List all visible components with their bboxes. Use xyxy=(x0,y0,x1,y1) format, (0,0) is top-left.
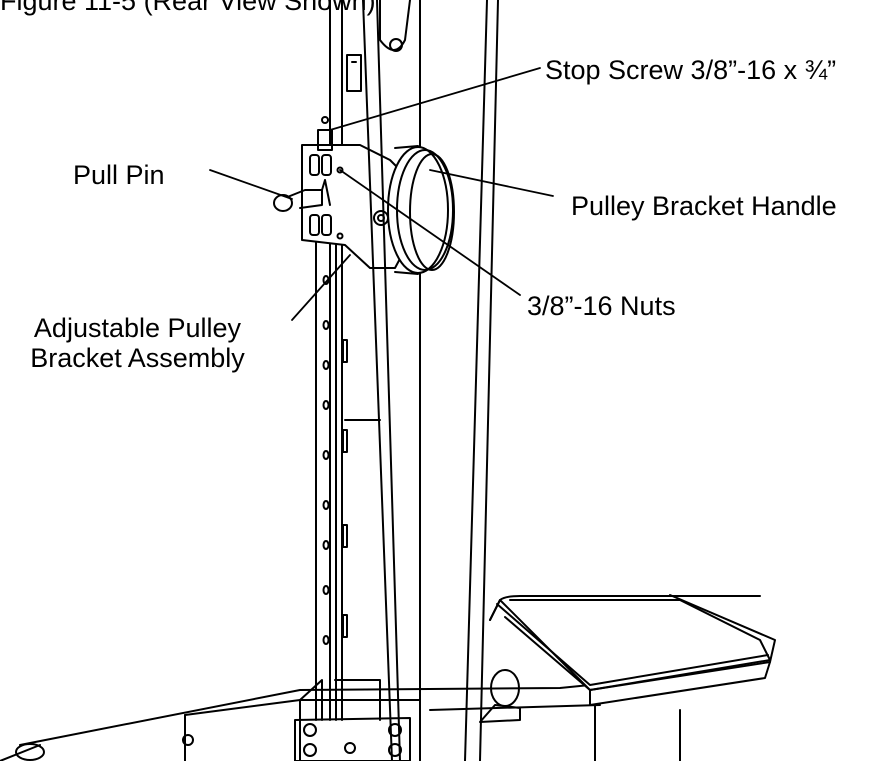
nuts-label: 3/8”-16 Nuts xyxy=(527,291,676,321)
cables xyxy=(362,0,499,761)
nuts-leader xyxy=(339,169,521,296)
adjustable-label-line2: Bracket Assembly xyxy=(30,343,245,373)
adjustable-bracket-leader xyxy=(291,254,351,321)
pulley-bracket-handle-label: Pulley Bracket Handle xyxy=(571,191,837,221)
top-housing xyxy=(346,0,411,92)
adjustment-track xyxy=(315,229,348,721)
pull-pin-leader xyxy=(209,169,293,200)
base-frame xyxy=(0,669,641,761)
stop-screw-label: Stop Screw 3/8”-16 x ¾” xyxy=(545,55,837,85)
pulley-wheel xyxy=(387,145,455,275)
pull-pin-label: Pull Pin xyxy=(73,160,165,190)
adjustable-label-line1: Adjustable Pulley xyxy=(33,313,242,343)
stop-screw-leader xyxy=(329,67,541,131)
pulley-handle-leader xyxy=(429,169,554,197)
figure-caption: Figure 11-5 (Rear View Shown) xyxy=(0,0,376,16)
adjustable-pulley-bracket-label: Adjustable Pulley Bracket Assembly xyxy=(0,313,275,373)
main-column xyxy=(299,0,421,721)
seat xyxy=(489,594,776,761)
leader-lines xyxy=(209,67,554,321)
